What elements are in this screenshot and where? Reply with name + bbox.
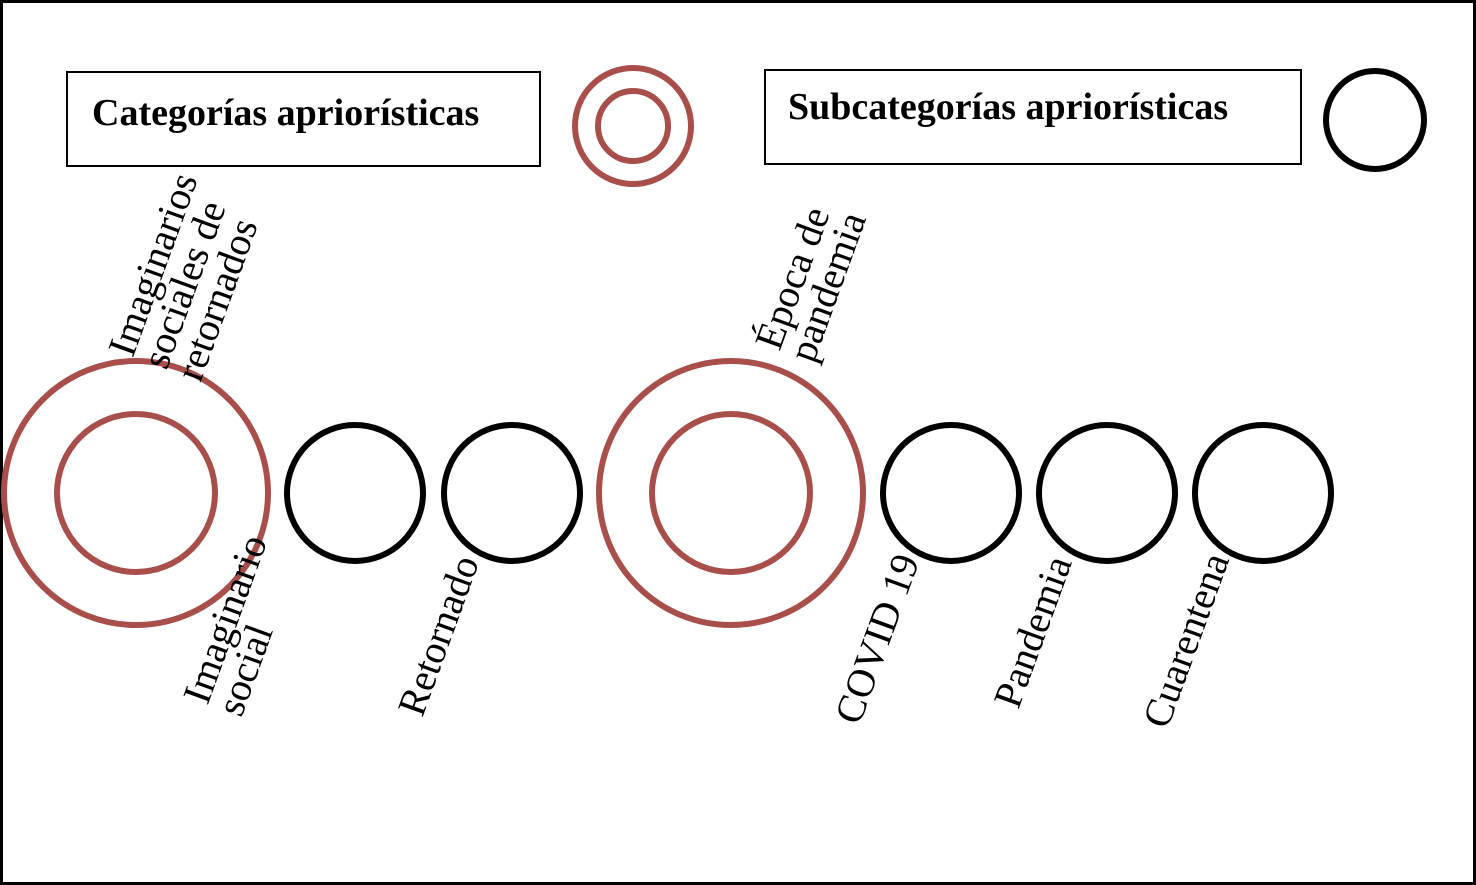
legend-subcategory-ring bbox=[1323, 68, 1427, 172]
subcategory-node-ring bbox=[1192, 422, 1334, 564]
category-node-inner-ring bbox=[649, 411, 813, 575]
legend-subcategory-box: Subcategorías apriorísticas bbox=[764, 69, 1302, 165]
legend-subcategory-icon bbox=[1323, 68, 1427, 172]
legend-category-icon bbox=[572, 65, 694, 187]
node-row bbox=[1, 358, 1334, 628]
legend-category-box: Categorías apriorísticas bbox=[66, 71, 541, 167]
legend-category-label: Categorías apriorísticas bbox=[92, 92, 480, 134]
category-node-outer-ring bbox=[596, 358, 866, 628]
legend-category-outer-ring bbox=[572, 65, 694, 187]
category-node-outer-ring bbox=[1, 358, 271, 628]
category-node-inner-ring bbox=[54, 411, 218, 575]
subcategory-node-ring bbox=[1036, 422, 1178, 564]
subcategory-node-ring bbox=[880, 422, 1022, 564]
subcategory-node-ring bbox=[441, 422, 583, 564]
legend-category-inner-ring bbox=[595, 88, 671, 164]
subcategory-node-ring bbox=[284, 422, 426, 564]
legend-subcategory-label: Subcategorías apriorísticas bbox=[788, 86, 1229, 128]
